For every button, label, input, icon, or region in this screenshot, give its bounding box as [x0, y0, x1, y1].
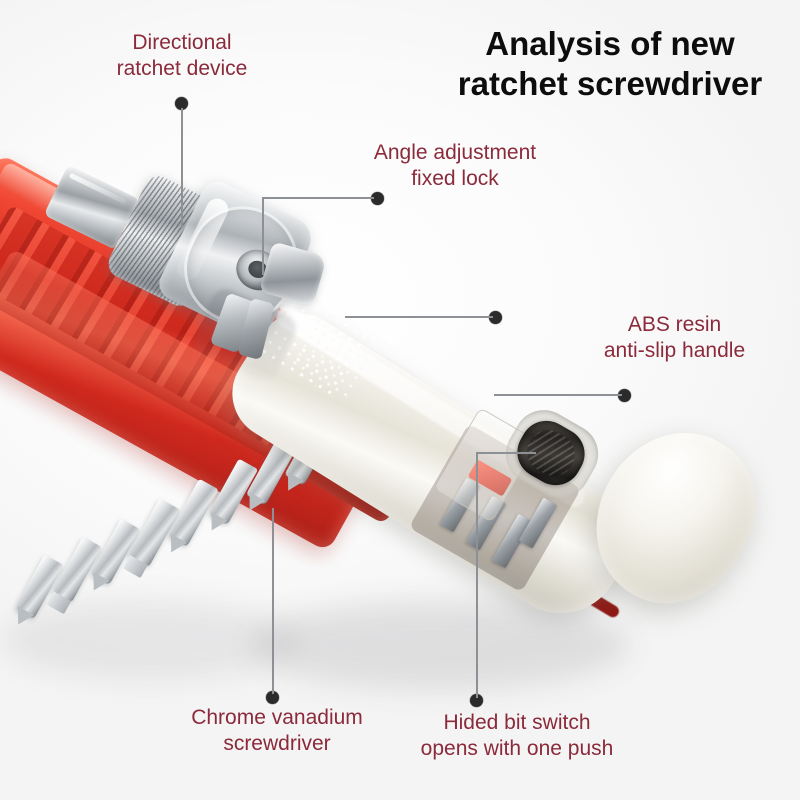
label-line-2: ratchet device: [116, 56, 248, 80]
leader-line-handle-upper: [345, 316, 493, 318]
shadow-handle: [250, 600, 630, 690]
leader-line-hided-bit-switch-h: [476, 452, 536, 454]
label-line-1: ABS resin: [627, 313, 722, 336]
label-line-2: screwdriver: [223, 731, 331, 755]
label-line-2: opens with one push: [420, 736, 614, 760]
label-line-1: Directional: [132, 31, 232, 54]
page-title-line-1: Analysis of new: [485, 25, 735, 62]
label-line-2: fixed lock: [411, 166, 499, 190]
shadow-rack: [0, 600, 300, 680]
label-line-1: Hided bit switch: [443, 711, 591, 734]
leader-dot-directional-ratchet-device: [175, 97, 188, 110]
leader-line-angle-v: [262, 197, 264, 275]
leader-dot-handle-upper: [489, 311, 502, 324]
page-title-line-2: ratchet screwdriver: [457, 64, 763, 102]
leader-line-abs-resin: [494, 394, 622, 396]
leader-line-angle-h: [262, 197, 374, 199]
leader-line-chrome-vanadium-screwdriver: [272, 508, 274, 694]
leader-dot-chrome-vanadium-screwdriver: [266, 691, 279, 704]
label-line-1: Angle adjustment: [373, 141, 537, 164]
leader-line-hided-bit-switch: [476, 452, 478, 698]
leader-line-directional-ratchet-device: [181, 108, 183, 228]
label-line-1: Chrome vanadium: [191, 706, 363, 729]
leader-dot-angle-adjustment-fixed-lock: [371, 192, 384, 205]
label-line-2: anti-slip handle: [603, 338, 746, 362]
leader-dot-hided-bit-switch: [470, 694, 483, 707]
leader-dot-abs-resin-anti-slip-handle: [618, 389, 631, 402]
